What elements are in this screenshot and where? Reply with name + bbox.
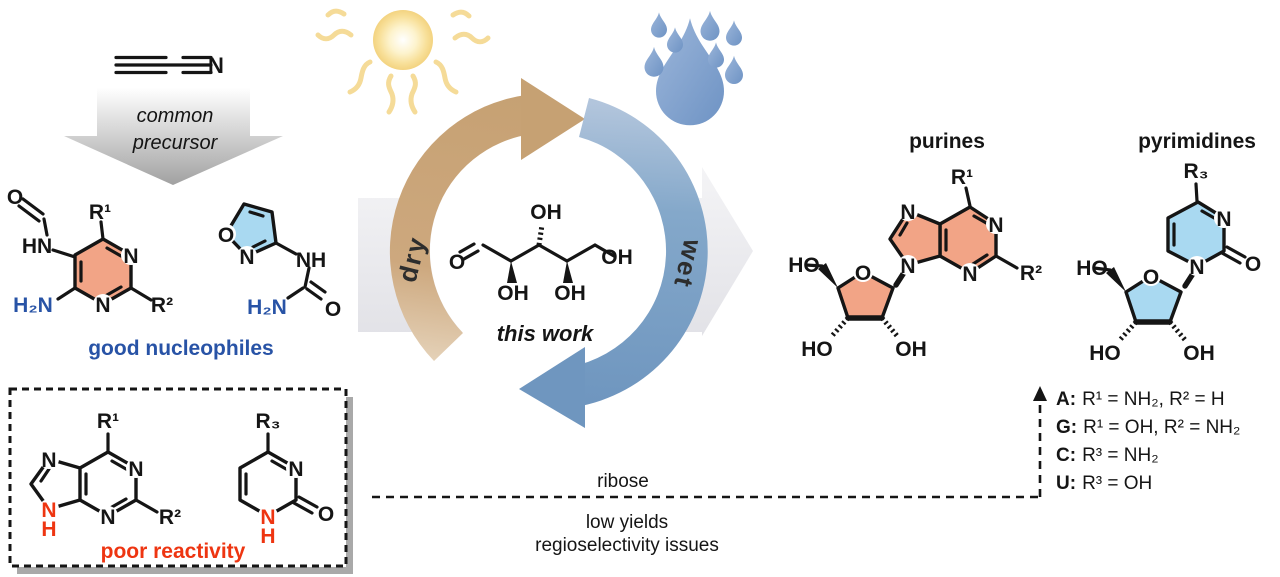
isoxazole-n-label: N [239, 246, 254, 269]
pyrimidine-ho5-label: HO [1076, 257, 1108, 280]
purine-oh2-label: OH [895, 338, 927, 361]
legend-item-U: U:R³ = OH [1056, 473, 1152, 494]
pyrimidinone-n3-label: N [288, 458, 303, 481]
common-precursor-arrow: common precursor [64, 88, 283, 185]
pyrimidine-ho3-label: HO [1089, 342, 1121, 365]
legend-item-C: C:R³ = NH₂ [1056, 445, 1159, 466]
oh-top-label: OH [530, 201, 562, 224]
urea-nh-label: NH [296, 249, 326, 272]
purine-ribose-o-label: O [855, 262, 871, 285]
legend-arrowhead [1033, 386, 1047, 401]
pyrimidine-oh2-label: OH [1183, 342, 1215, 365]
oh-right-label: OH [554, 282, 586, 305]
purine-product-r2-label: R² [1020, 262, 1042, 285]
r1-label: R¹ [89, 201, 111, 224]
this-work-label: this work [497, 321, 595, 346]
formyl-o-label: O [7, 186, 23, 209]
purine-n9-label: N [41, 499, 56, 522]
aldehyde-o-label: O [449, 251, 465, 274]
pyrimidinone-n1-label: N [260, 506, 275, 529]
pyrimidinone-r3-label: R₃ [256, 410, 281, 433]
wet-arc-arrow [569, 98, 708, 407]
ring-n-bottom-label: N [95, 294, 110, 317]
pyrimidine-product-o-label: O [1245, 253, 1261, 276]
substituent-legend: A:R¹ = NH₂, R² = H G:R¹ = OH, R² = NH₂ C… [1033, 386, 1240, 497]
pyrimidine-product-n3-label: N [1216, 208, 1231, 231]
sun-icon [315, 8, 491, 115]
r2-label: R² [151, 294, 173, 317]
purine-product-n7-label: N [900, 201, 915, 224]
pyrimidine-product-r3-label: R₃ [1184, 160, 1209, 183]
legend-item-A: A:R¹ = NH₂, R² = H [1056, 389, 1225, 410]
pyrimidine-ribose-o-label: O [1143, 266, 1159, 289]
isoxazole-o-label: O [218, 224, 234, 247]
wet-arrowhead [519, 347, 585, 428]
purine-ho5-label: HO [788, 254, 820, 277]
isoxazole-urea-structure: O N NH O H₂N [216, 202, 341, 321]
purine-nucleoside-structure: purines R¹ N N N N R² O HO HO OH [788, 130, 1042, 361]
water-droplets-icon [644, 10, 743, 126]
purine-product-n9-label: N [900, 255, 915, 278]
pyrimidinone-n1-h-label: H [260, 525, 275, 548]
nitrile-n-label: N [208, 53, 224, 78]
pyrimidines-title: pyrimidines [1138, 130, 1256, 153]
purine-r1-label: R¹ [97, 410, 119, 433]
pentose-structure: O OH OH OH OH this work [449, 201, 633, 346]
common-precursor-line1: common [137, 105, 214, 127]
poor-reactivity-box: R¹ N N N N H R² R₃ N N H O poor reactivi… [8, 387, 353, 574]
good-nucleophiles-caption: good nucleophiles [88, 337, 274, 360]
formamidopyrimidine-structure: O HN R¹ N N R² H₂N [7, 186, 173, 317]
ring-n-right-label: N [123, 245, 138, 268]
oh-left-label: OH [497, 282, 529, 305]
pyrimidine-product-n1-label: N [1189, 256, 1204, 279]
poor-reactivity-caption: poor reactivity [101, 540, 246, 563]
purine-poor-structure: R¹ N N N N H R² [29, 410, 181, 541]
common-precursor-line2: precursor [132, 132, 219, 154]
purine-product-n3-label: N [962, 263, 977, 286]
urea-h2n-label: H₂N [247, 296, 287, 319]
legend-item-G: G:R¹ = OH, R² = NH₂ [1056, 417, 1240, 438]
ribose-label: ribose [597, 471, 649, 492]
dry-arc-arrow [389, 95, 532, 361]
ribose-route: ribose low yields regioselectivity issue… [372, 471, 1040, 556]
purine-n9-h-label: H [41, 518, 56, 541]
purine-n3-label: N [100, 506, 115, 529]
cyanoacetylene-structure: N [114, 53, 224, 78]
dry-arrowhead [521, 78, 585, 160]
low-yields-label: low yields [586, 512, 668, 533]
purine-n7-label: N [41, 449, 56, 472]
purine-product-r1-label: R¹ [951, 166, 973, 189]
purine-product-n1-label: N [988, 214, 1003, 237]
pyrimidine-nucleoside-structure: pyrimidines R₃ N N O O HO HO OH [1076, 130, 1261, 365]
urea-o-label: O [325, 298, 341, 321]
purine-r2-label: R² [159, 506, 181, 529]
oh-end-label: OH [601, 246, 633, 269]
h2n-label: H₂N [13, 294, 53, 317]
hn-label: HN [22, 235, 52, 258]
dry-wet-cycle: dry wet [389, 78, 708, 428]
purine-ho3-label: HO [801, 338, 833, 361]
purine-n1-label: N [128, 458, 143, 481]
pyrimidinone-o-label: O [318, 503, 334, 526]
pyrimidinone-poor-structure: R₃ N N H O [238, 410, 334, 548]
regioselectivity-label: regioselectivity issues [535, 535, 719, 556]
purines-title: purines [909, 130, 985, 153]
